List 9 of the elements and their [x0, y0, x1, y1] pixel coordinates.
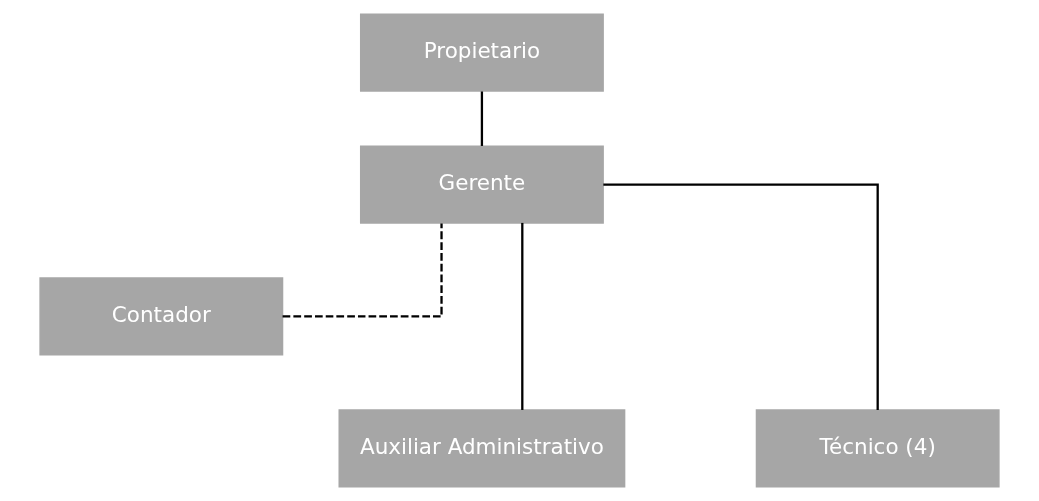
connector [521, 222, 524, 410]
node-box: Técnico (4) [755, 409, 1000, 488]
connector [282, 223, 443, 318]
connector [480, 91, 484, 146]
node-box: Contador [39, 277, 284, 356]
node-box: Gerente [359, 145, 604, 224]
connector [603, 183, 879, 410]
node-box: Auxiliar Administrativo [338, 409, 626, 488]
node-box: Propietario [359, 13, 604, 92]
